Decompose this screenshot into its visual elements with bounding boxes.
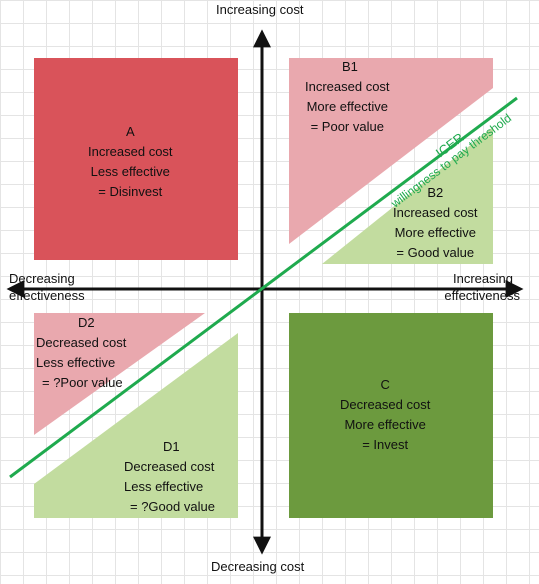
- quadrant-a-region: [34, 58, 238, 260]
- quadrant-b1-id: B1: [342, 59, 358, 74]
- quadrant-b2-text: B2 Increased cost More effective = Good …: [393, 185, 478, 261]
- axis-top-label: Increasing cost: [216, 2, 304, 17]
- quadrant-c-text: C Decreased cost More effective = Invest: [340, 377, 431, 453]
- quadrant-d2-text: D2 Decreased cost Less effective = ?Poor…: [36, 315, 127, 391]
- quadrant-c-region: [289, 313, 493, 518]
- quadrant-d1-id: D1: [163, 439, 180, 454]
- quadrant-d1-text: D1 Decreased cost Less effective = ?Good…: [124, 439, 215, 515]
- quadrant-c-id: C: [380, 377, 390, 392]
- axis-right-label: Increasing effectiveness: [444, 271, 520, 303]
- quadrant-a-text: A Increased cost Less effective = Disinv…: [88, 124, 173, 200]
- axis-bottom-label: Decreasing cost: [211, 559, 305, 574]
- quadrant-a-id: A: [125, 124, 135, 139]
- quadrant-b2-region: [322, 127, 493, 264]
- quadrant-b2-id: B2: [427, 185, 444, 200]
- quadrant-b1-text: B1 Increased cost More effective = Poor …: [305, 59, 390, 135]
- axis-left-label: Decreasing effectiveness: [9, 271, 85, 303]
- quadrant-d2-region: [34, 313, 205, 435]
- quadrant-d1-region: [34, 333, 238, 518]
- quadrant-b1-region: [289, 58, 493, 244]
- quadrant-d2-id: D2: [78, 315, 95, 330]
- willingness-to-pay-threshold-line: [9, 96, 518, 479]
